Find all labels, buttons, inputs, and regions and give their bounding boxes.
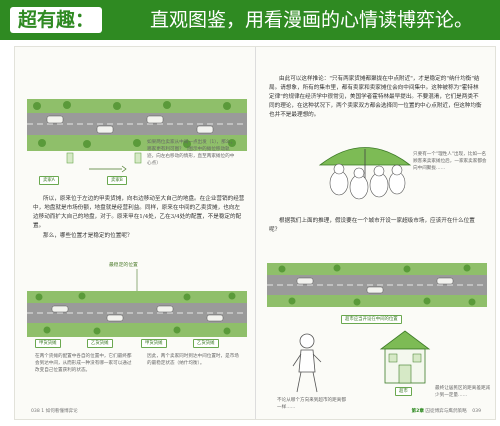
market-road-illustration-3 xyxy=(267,263,487,307)
footer-chapter: 第2章 xyxy=(411,409,424,414)
figure4-tag: 超市应当开设在中间的位置 xyxy=(341,315,402,324)
left-page-footer: 038 1 如何看懂博弈论 xyxy=(31,409,78,414)
banner-tag: 超有趣： xyxy=(10,7,103,33)
figure2-caption-left: 在两个货摊的配置中各自的位置中，它们最终都会到达中间，从而形成一种没有哪一家可以… xyxy=(35,354,132,373)
banner-slogan: 直观图鉴，用看漫画的心情读博弈论。 xyxy=(150,9,474,31)
left-paragraph-2: 那么，哪些位置才是稳定的位置呢？ xyxy=(43,233,133,239)
footer-title: 囚徒博弈与鹰鸽策略 xyxy=(425,409,467,414)
supermarket-building-illustration xyxy=(379,330,431,384)
right-page-footer: 第2章 囚徒博弈与鹰鸽策略 039 xyxy=(412,408,481,414)
stall-b-tag: 卖家B xyxy=(107,176,127,185)
market-road-illustration-2 xyxy=(27,269,247,337)
figure2-top-label: 最稳定的位置 xyxy=(109,263,138,268)
top-banner: 超有趣： 直观图鉴，用看漫画的心情读博弈论。 xyxy=(0,0,500,40)
stall-tag-4: 乙货货摊 xyxy=(193,339,219,348)
right-paragraph-1: 由此可以这样推论："只有两家货摊都聚拢在中点附近"，才是稳定的"纳什均衡"结局。… xyxy=(269,76,482,118)
figure2-caption-right: 因此，两个卖家同时到达中间位置时，是市场的最稳定状态（纳什均衡）。 xyxy=(147,354,239,366)
market-road-illustration-1 xyxy=(27,99,247,173)
stall-tag-3: 甲货货摊 xyxy=(141,339,167,348)
book-spread: 卖家A 卖家B 如果两位卖家从中间一点出发（1），那么，哪家更有利可图？（图示中… xyxy=(14,46,496,420)
stall-tag-2: 乙货货摊 xyxy=(87,339,113,348)
figure3-caption: 只要有一个"理性人"出现，比如一名顾客来卖家摊位后，一家家卖家都会向中间聚拢…… xyxy=(413,152,487,171)
figure1-caption: 如果两位卖家从中间一点出发（1），那么，哪家更有利可图？（图示中的摊位移动轨迹，… xyxy=(147,140,235,166)
supermarket-label: 超市 xyxy=(395,387,412,396)
walking-person-illustration xyxy=(292,333,322,393)
footer-page-number: 039 xyxy=(472,409,481,414)
stall-tag-1: 甲货货摊 xyxy=(35,339,61,348)
umbrella-crowd-illustration xyxy=(318,147,412,200)
right-paragraph-2: 根据我们上面的推理，假设要在一个城市开设一家超级市场，应该开在什么位置呢？ xyxy=(269,218,475,233)
stall-a-tag: 卖家A xyxy=(39,176,59,185)
left-paragraph-1: 所以，原来位于左边的甲卖货摊，向右边移动至大自己的地盘。在企业营销的经营中，地盘… xyxy=(33,196,245,229)
page-gutter xyxy=(255,47,256,419)
figure4-caption-right: 最终让居民区的距离差距减少到一定量…… xyxy=(435,386,491,398)
figure4-caption-left: 不论从哪个方向来到超市的距离都一样…… xyxy=(277,398,346,410)
